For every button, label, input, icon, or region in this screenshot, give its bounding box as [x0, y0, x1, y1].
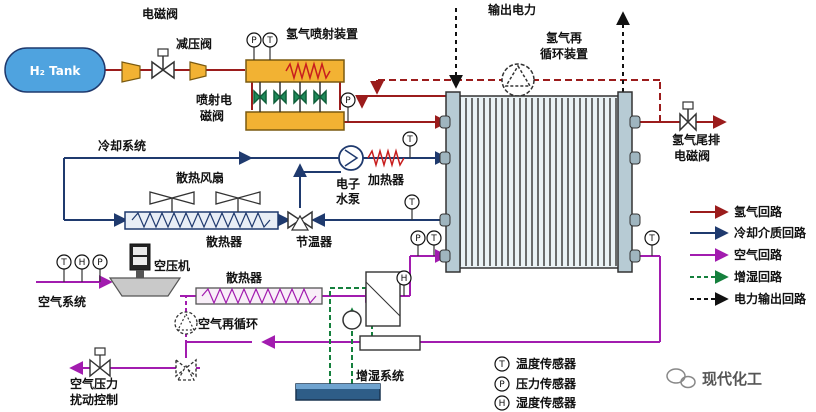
thermostat-label: 节温器: [296, 234, 333, 249]
sensor-t-4: T: [404, 194, 420, 220]
sensor-h-8: H: [396, 270, 412, 296]
radiator-label: 散热器: [206, 234, 243, 249]
solenoid-valve: [151, 48, 175, 80]
svg-text:T: T: [266, 36, 273, 46]
svg-text:T: T: [60, 258, 67, 268]
sensor-p-2: P: [340, 92, 356, 122]
svg-text:P: P: [251, 36, 257, 46]
air-return-exchanger: [359, 335, 421, 351]
sensor-t-1: T: [262, 32, 278, 60]
heater-label: 加热器: [367, 172, 405, 187]
sensor-t-7: T: [644, 230, 660, 256]
injector-manifold: [245, 111, 345, 131]
wechat-icon: [666, 368, 696, 389]
solenoid-valve-label: 电磁阀: [142, 6, 178, 21]
hydrogen-circuit: [104, 69, 727, 129]
humidifier-label: 增湿系统: [356, 368, 404, 383]
sensor-p-0: P: [246, 32, 262, 60]
legend: 氢气回路 冷却介质回路 空气回路 增湿回路 电力输出回路: [690, 204, 807, 306]
water-pump: [338, 145, 364, 171]
svg-text:T: T: [648, 234, 655, 244]
svg-text:T: T: [408, 198, 415, 208]
sensor-legend-humidity: 湿度传感器: [516, 395, 577, 410]
pump-label-2: 水泵: [336, 191, 360, 206]
pressure-reducer-1: [121, 61, 141, 83]
svg-text:P: P: [499, 380, 505, 390]
svg-text:P: P: [97, 258, 103, 268]
injector-valves: [253, 82, 327, 112]
power-output-lines: [449, 8, 630, 92]
sensor-t-3: T: [402, 131, 418, 158]
h2-tank: [4, 47, 106, 93]
humidifier-exchanger: [342, 271, 401, 330]
sensor-t-9: T: [56, 254, 72, 282]
svg-text:T: T: [430, 234, 437, 244]
sensor-p-5: P: [410, 230, 426, 256]
air-pressure-label-1: 空气压力: [70, 376, 118, 391]
sensor-p-11: P: [92, 254, 108, 282]
h2-injector-label: 氢气喷射装置: [286, 26, 358, 41]
hydrogen-recirc-path: [370, 79, 661, 122]
air-radiator-label: 散热器: [226, 270, 263, 285]
sensor-t-6: T: [426, 230, 442, 256]
legend-coolant: 冷却介质回路: [734, 225, 807, 240]
cooling-system-label: 冷却系统: [98, 138, 146, 153]
h2-recirc-label-1: 氢气再: [546, 30, 582, 45]
legend-power: 电力输出回路: [734, 291, 807, 306]
heater: [367, 148, 405, 168]
coolant-circuit: [63, 151, 449, 227]
svg-text:H: H: [79, 258, 86, 268]
air-recirc-device: [174, 311, 198, 335]
h2-injector: [245, 59, 345, 83]
power-output-label: 输出电力: [488, 2, 536, 17]
air-pressure-valve: [89, 347, 111, 378]
sensor-legend: T 温度传感器 P 压力传感器 H 湿度传感器: [494, 356, 577, 411]
sensor-legend-temp: 温度传感器: [516, 356, 577, 371]
sensor-legend-pressure: 压力传感器: [516, 376, 577, 391]
air-radiator: [195, 287, 323, 305]
pump-label-1: 电子: [336, 176, 360, 191]
air-pressure-label-2: 扰动控制: [70, 392, 118, 407]
tank-label: H₂ Tank: [30, 64, 82, 78]
h2-recirc-device: [501, 63, 535, 97]
h2-exhaust-label-1: 氢气尾排: [672, 132, 720, 147]
air-system-label: 空气系统: [38, 294, 86, 309]
pressure-reducer-label: 减压阀: [176, 36, 212, 51]
legend-humid: 增湿回路: [734, 269, 783, 284]
svg-text:P: P: [415, 234, 421, 244]
svg-text:H: H: [401, 274, 408, 284]
watermark: 现代化工: [702, 370, 762, 388]
fuel-cell-stack: [439, 91, 641, 273]
air-compressor: [108, 243, 182, 297]
water-tank: [295, 383, 381, 401]
injector-valve-label-2: 磁阀: [199, 108, 224, 123]
svg-text:H: H: [499, 399, 506, 409]
svg-text:T: T: [406, 135, 413, 145]
fan-label: 散热风扇: [176, 170, 224, 185]
compressor-label: 空压机: [154, 258, 190, 273]
svg-text:P: P: [345, 96, 351, 106]
injector-valve-label-1: 喷射电: [196, 92, 232, 107]
h2-exhaust-label-2: 电磁阀: [674, 148, 710, 163]
pressure-reducer-2: [189, 61, 207, 81]
h2-recirc-label-2: 循环装置: [540, 46, 588, 61]
thermostat: [287, 210, 313, 231]
legend-air: 空气回路: [734, 247, 783, 262]
coolant-radiator: [124, 211, 279, 230]
h2-exhaust-valve: [679, 101, 697, 132]
legend-hydrogen: 氢气回路: [734, 204, 783, 219]
air-recirc-label: 空气再循环: [198, 316, 258, 331]
sensor-h-10: H: [74, 254, 90, 282]
svg-text:T: T: [498, 360, 505, 370]
cooling-fans: [149, 191, 261, 212]
air-three-way-valve: [175, 358, 197, 381]
